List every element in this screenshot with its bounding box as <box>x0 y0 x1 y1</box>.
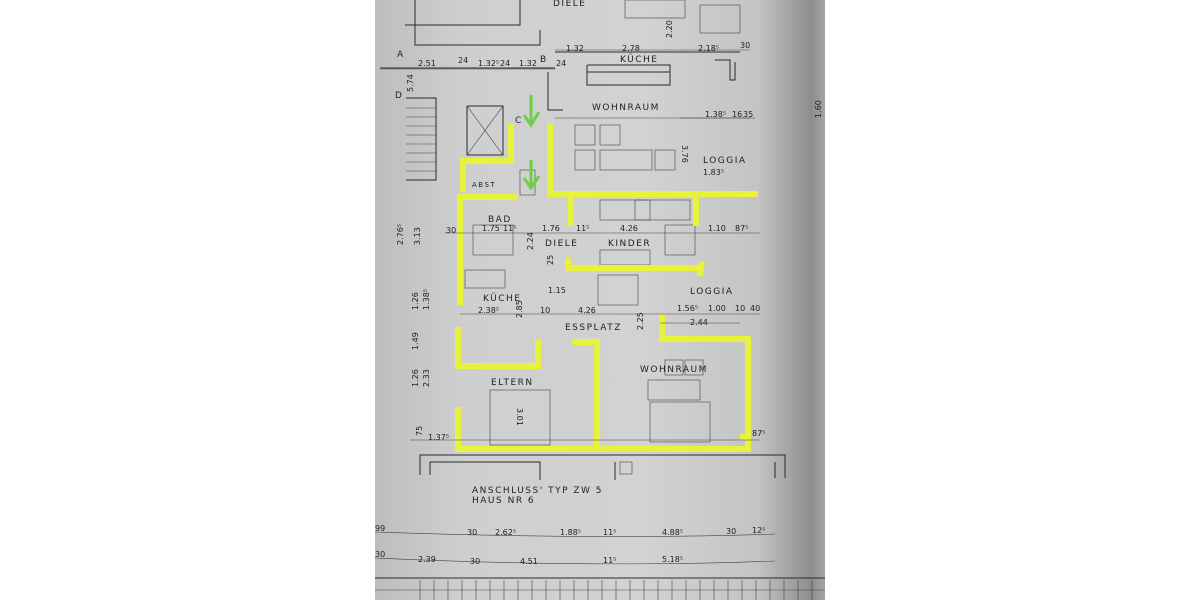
dimension-label: 1.26 <box>411 292 420 310</box>
room-label: WOHNRAUM <box>592 103 660 113</box>
dimension-label: 4.26 <box>578 306 596 315</box>
dimension-label: 2.51 <box>418 59 436 68</box>
dimension-label: 1.38⁵ <box>422 289 431 310</box>
room-label: DIELE <box>545 239 578 249</box>
dimension-label: 1.56⁵ <box>677 304 698 313</box>
dimension-label: 11⁵ <box>576 224 589 233</box>
dimension-label: 99 <box>375 524 385 533</box>
axis-label: B <box>540 55 548 65</box>
dimension-label: 1.60 <box>814 100 823 118</box>
dimension-label: 30 <box>446 226 456 235</box>
dimension-label: 2.44 <box>690 318 708 327</box>
room-label: ESSPLATZ <box>565 323 622 333</box>
plan-note: HAUS NR 6 <box>472 496 535 506</box>
axis-labels: A B C D <box>395 50 548 126</box>
dimension-label: 30 <box>375 550 385 559</box>
dimension-label: 4.88⁵ <box>662 528 683 537</box>
arrow-icon <box>522 95 541 128</box>
green-arrows <box>522 95 541 191</box>
dimension-label: 1.00 <box>708 304 726 313</box>
dimension-label: 5.74 <box>406 74 415 92</box>
dimension-label: 11⁵ <box>503 224 516 233</box>
dimension-label: 1.76 <box>542 224 560 233</box>
room-label: LOGGIA <box>703 156 747 166</box>
room-label: WOHNRAUM <box>640 365 708 375</box>
dimension-label: 30 <box>467 528 477 537</box>
room-label: BAD <box>488 215 512 225</box>
axis-label: D <box>395 91 403 101</box>
dimension-label: 1.15 <box>548 286 566 295</box>
dimension-label: 30 <box>470 557 480 566</box>
dimension-label: 2.76⁵ <box>396 224 405 245</box>
dimension-label: 3.01 <box>515 408 524 426</box>
dimension-label: 11⁵ <box>603 528 616 537</box>
dimension-label: 5.18⁵ <box>662 555 683 564</box>
dimension-lines <box>380 49 760 441</box>
dimension-label: 1.49 <box>411 332 420 350</box>
dimension-label: 3.13 <box>413 227 422 245</box>
graph-paper <box>375 577 825 600</box>
dimension-label: 2.25 <box>636 312 645 330</box>
dimension-label: 12⁵ <box>752 526 765 535</box>
dimension-label: 24 <box>500 59 510 68</box>
bottom-dimension-chain-1: 99 30 2.62⁵ 1.88⁵ 11⁵ 4.88⁵ 30 12⁵ <box>374 524 776 537</box>
dimension-label: 40 <box>750 304 760 313</box>
room-label: DIELE <box>553 0 586 9</box>
dimension-label: 87⁵ <box>752 429 765 438</box>
room-label: KINDER <box>608 239 651 249</box>
dimension-label: 1.26 <box>411 369 420 387</box>
dimension-label: 30 <box>740 41 750 50</box>
plan-note: ANSCHLUSS' TYP ZW 5 <box>472 486 603 496</box>
room-label: KÜCHE <box>620 54 659 65</box>
dimension-label: 87⁵ <box>735 224 748 233</box>
dimension-label: 2.62⁵ <box>495 528 516 537</box>
dimension-label: 4.26 <box>620 224 638 233</box>
dimension-label: 3.76 <box>680 145 689 163</box>
room-label: ELTERN <box>491 378 534 388</box>
dimension-label: 30 <box>726 527 736 536</box>
dimension-label: 4.51 <box>520 557 538 566</box>
dimension-labels: 2.51 24 1.32⁵ 24 1.32 24 1.32 2.78 2.20 … <box>396 20 823 442</box>
axis-label: A <box>397 50 405 60</box>
dimension-label: 2.38⁵ <box>478 306 499 315</box>
dimension-label: 1.32⁵ <box>478 59 499 68</box>
dimension-label: 10 <box>540 306 550 315</box>
dimension-label: 2.39 <box>418 555 436 564</box>
dimension-label: 2.78 <box>622 44 640 53</box>
dimension-label: 1.88⁵ <box>560 528 581 537</box>
axis-label: C <box>515 116 523 126</box>
dimension-label: 24 <box>458 56 468 65</box>
dimension-label: 24 <box>556 59 566 68</box>
dimension-label: 1.32 <box>566 44 584 53</box>
dimension-label: 2.18⁵ <box>698 44 719 53</box>
dimension-label: 2.33 <box>422 369 431 387</box>
bottom-dimension-chain-2: 30 2.39 30 4.51 11⁵ 5.18⁵ <box>374 550 776 566</box>
dimension-label: 25 <box>546 255 555 265</box>
arrow-icon <box>522 160 541 191</box>
dimension-label: 1.32 <box>519 59 537 68</box>
room-label: ABST <box>472 181 496 189</box>
dimension-label: 1.10 <box>708 224 726 233</box>
dimension-label: 10 <box>735 304 745 313</box>
dimension-label: 2.20 <box>665 20 674 38</box>
dimension-label: 2.24 <box>526 232 535 250</box>
dimension-label: 11⁵ <box>603 556 616 565</box>
dimension-label: 2.85 <box>515 300 524 318</box>
dimension-label: 1.83⁵ <box>703 168 724 177</box>
dimension-label: 35 <box>743 110 753 119</box>
room-labels: DIELE KÜCHE WOHNRAUM LOGGIA ABST BAD DIE… <box>472 0 747 388</box>
upper-walls <box>380 0 750 196</box>
room-label: KÜCHE <box>483 293 522 304</box>
room-label: LOGGIA <box>690 287 734 297</box>
dimension-label: 1.75 <box>482 224 500 233</box>
dimension-label: 16 <box>732 110 742 119</box>
highlighted-walls <box>455 123 758 452</box>
lower-walls <box>419 199 786 480</box>
floor-plan-photo <box>375 0 825 600</box>
dimension-label: 75 <box>415 426 424 436</box>
dimension-label: 1.37⁵ <box>428 433 449 442</box>
dimension-label: 1.38⁵ <box>705 110 726 119</box>
